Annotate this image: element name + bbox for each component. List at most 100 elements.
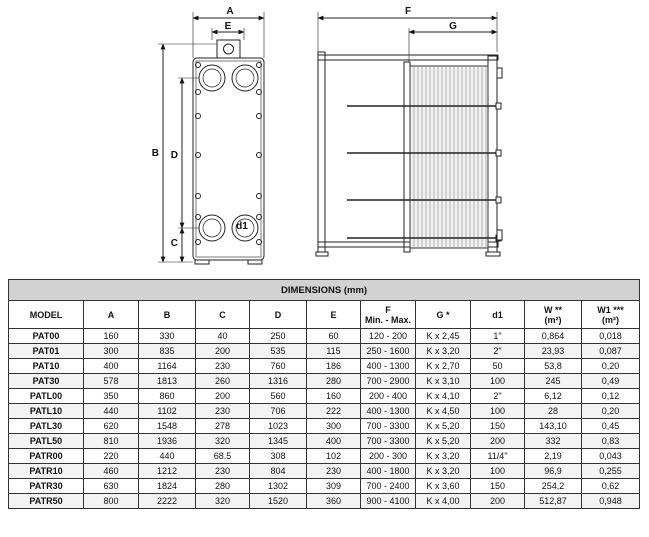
front-view <box>158 12 265 265</box>
dim-label-d: D <box>171 150 178 161</box>
table-cell: 2" <box>470 388 525 404</box>
table-cell: K x 2,70 <box>415 358 471 374</box>
table-cell: 160 <box>83 328 139 344</box>
table-cell: 400 <box>306 433 361 449</box>
column-header: A <box>83 300 139 329</box>
table-cell: 1345 <box>249 433 307 449</box>
table-cell: 230 <box>195 358 250 374</box>
table-cell: 230 <box>306 463 361 479</box>
table-cell: 143,10 <box>524 418 582 434</box>
table-cell: 2" <box>470 343 525 359</box>
dim-label-c: C <box>171 238 178 249</box>
table-cell: 222 <box>306 403 361 419</box>
table-cell: 96,9 <box>524 463 582 479</box>
table-cell: 245 <box>524 373 582 389</box>
column-header-sublabel: Min. - Max. <box>364 314 411 325</box>
table-cell: 50 <box>470 358 525 374</box>
model-cell: PATR10 <box>8 463 84 479</box>
table-cell: 578 <box>83 373 139 389</box>
table-cell: 1212 <box>138 463 196 479</box>
table-cell: 200 - 400 <box>360 388 416 404</box>
table-cell: 800 <box>83 493 139 509</box>
column-header: MODEL <box>8 300 84 329</box>
table-cell: 308 <box>249 448 307 464</box>
table-cell: 309 <box>306 478 361 494</box>
table-cell: 186 <box>306 358 361 374</box>
table-cell: 804 <box>249 463 307 479</box>
table-cell: 630 <box>83 478 139 494</box>
table-cell: 1520 <box>249 493 307 509</box>
column-header: D <box>249 300 307 329</box>
table-cell: 560 <box>249 388 307 404</box>
column-header: C <box>195 300 250 329</box>
table-cell: 11/4" <box>470 448 525 464</box>
table-cell: K x 2,45 <box>415 328 471 344</box>
column-header: W1 ***(m²) <box>580 300 641 329</box>
table-cell: 900 - 4100 <box>360 493 416 509</box>
table-cell: 300 <box>306 418 361 434</box>
table-cell: 220 <box>83 448 139 464</box>
table-cell: 280 <box>195 478 250 494</box>
dim-label-a: A <box>226 6 233 17</box>
column-header-label: C <box>219 309 226 320</box>
table-cell: K x 4,10 <box>415 388 471 404</box>
table-cell: 250 - 1600 <box>360 343 416 359</box>
table-cell: 440 <box>138 448 196 464</box>
column-header-label: W1 *** <box>597 304 624 315</box>
table-cell: 0,62 <box>580 478 641 494</box>
table-cell: 400 <box>83 358 139 374</box>
table-cell: 332 <box>524 433 582 449</box>
table-cell: 700 - 2400 <box>360 478 416 494</box>
column-header-label: G * <box>436 309 450 320</box>
table-cell: 280 <box>306 373 361 389</box>
table-cell: K x 3,10 <box>415 373 471 389</box>
table-cell: 860 <box>138 388 196 404</box>
table-cell: 254,2 <box>524 478 582 494</box>
table-cell: 0,45 <box>580 418 641 434</box>
table-cell: 1548 <box>138 418 196 434</box>
table-cell: 1824 <box>138 478 196 494</box>
table-cell: 400 - 1800 <box>360 463 416 479</box>
table-cell: 200 - 300 <box>360 448 416 464</box>
table-cell: 0,12 <box>580 388 641 404</box>
table-cell: 120 - 200 <box>360 328 416 344</box>
table-cell: 0,864 <box>524 328 582 344</box>
table-cell: 230 <box>195 403 250 419</box>
table-cell: 360 <box>306 493 361 509</box>
table-cell: 0,255 <box>580 463 641 479</box>
table-cell: 23,93 <box>524 343 582 359</box>
model-cell: PAT01 <box>8 343 84 359</box>
table-cell: 320 <box>195 493 250 509</box>
table-cell: 40 <box>195 328 250 344</box>
table-cell: 320 <box>195 433 250 449</box>
column-header-label: E <box>330 309 337 320</box>
model-cell: PATR30 <box>8 478 84 494</box>
table-cell: 330 <box>138 328 196 344</box>
column-header-label: d1 <box>492 309 503 320</box>
table-cell: 0,20 <box>580 358 641 374</box>
table-cell: 300 <box>83 343 139 359</box>
table-cell: 1023 <box>249 418 307 434</box>
table-cell: 160 <box>306 388 361 404</box>
table-cell: 0,087 <box>580 343 641 359</box>
model-cell: PATR00 <box>8 448 84 464</box>
table-cell: 260 <box>195 373 250 389</box>
column-header-label: W ** <box>544 304 562 315</box>
table-cell: 0,20 <box>580 403 641 419</box>
model-cell: PAT00 <box>8 328 84 344</box>
table-cell: 810 <box>83 433 139 449</box>
table-cell: 150 <box>470 418 525 434</box>
column-header-label: B <box>163 309 171 320</box>
table-cell: 200 <box>195 388 250 404</box>
table-cell: 60 <box>306 328 361 344</box>
table-cell: 1813 <box>138 373 196 389</box>
